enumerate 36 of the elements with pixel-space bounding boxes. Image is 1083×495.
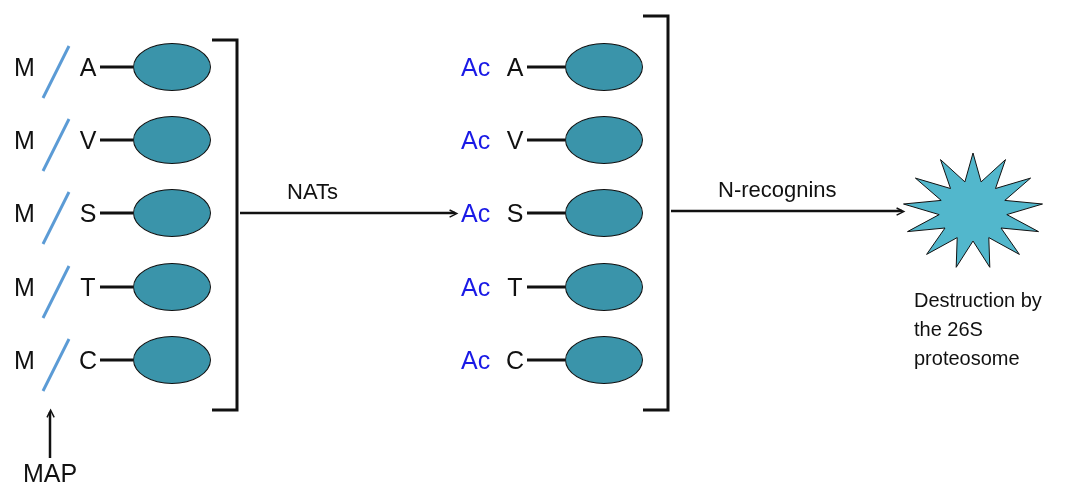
residue-letter: A <box>76 52 100 82</box>
arrow <box>671 207 905 216</box>
connector-line <box>100 211 133 215</box>
residue-letter: S <box>503 198 527 228</box>
residue-letter: V <box>76 125 100 155</box>
connector-line <box>527 211 565 215</box>
acetyl-label: Ac <box>461 125 491 155</box>
residue-letter: T <box>503 272 527 302</box>
enzyme-label: MAP <box>20 458 80 490</box>
connector-line <box>100 138 133 142</box>
connector-line <box>527 285 565 289</box>
methionine-label: M <box>14 125 35 155</box>
residue-letter: S <box>76 198 100 228</box>
arrow <box>46 409 55 458</box>
acetyl-label: Ac <box>461 272 491 302</box>
residue-letter: V <box>503 125 527 155</box>
residue-letter: T <box>76 272 100 302</box>
residue-letter: A <box>503 52 527 82</box>
methionine-label: M <box>14 52 35 82</box>
residue-letter: C <box>503 345 527 375</box>
arrow <box>240 209 458 218</box>
acetyl-label: Ac <box>461 52 491 82</box>
starburst-shape <box>902 152 1044 270</box>
connector-line <box>527 65 565 69</box>
caption-text: Destruction by the 26S proteosome <box>914 288 1043 371</box>
acetyl-label: Ac <box>461 198 491 228</box>
methionine-label: M <box>14 272 35 302</box>
methionine-label: M <box>14 345 35 375</box>
connector-line <box>527 358 565 362</box>
connector-line <box>100 65 133 69</box>
connector-line <box>100 285 133 289</box>
connector-line <box>527 138 565 142</box>
acetyl-label: Ac <box>461 345 491 375</box>
connector-line <box>100 358 133 362</box>
residue-letter: C <box>76 345 100 375</box>
methionine-label: M <box>14 198 35 228</box>
